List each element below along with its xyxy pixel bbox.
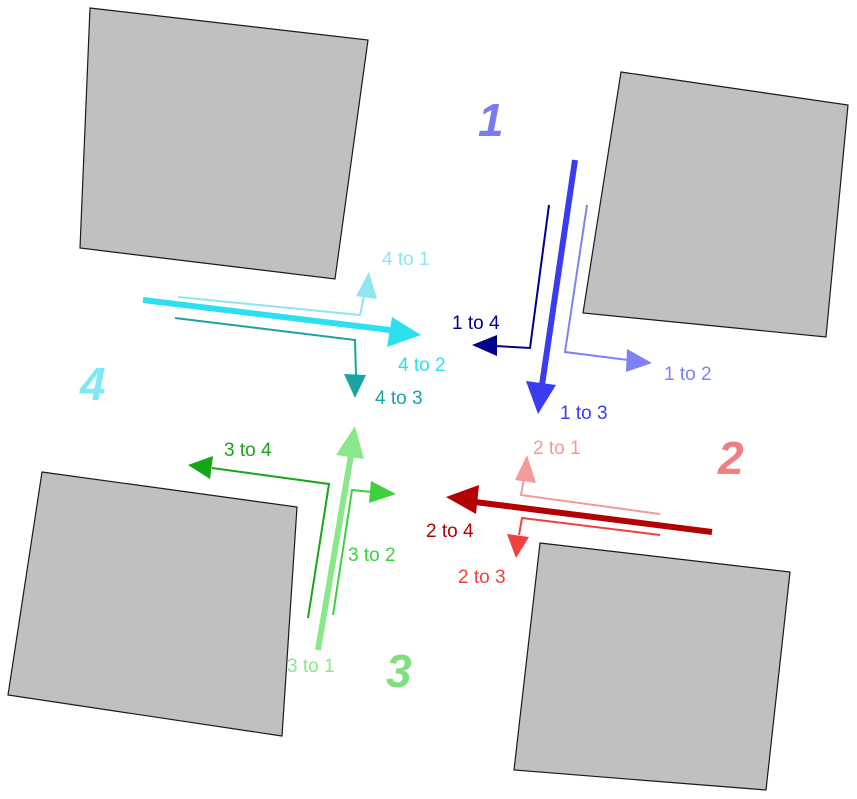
movement-4-to-2-line (142, 297, 391, 333)
movement-3-to-4-arrowhead (188, 456, 213, 479)
label-2-to-3: 2 to 3 (458, 567, 506, 588)
movement-3-to-2-line (332, 488, 373, 616)
label-1-to-2: 1 to 2 (664, 364, 712, 385)
movement-3-to-4-line (211, 467, 331, 619)
approach-number-3: 3 (386, 645, 412, 697)
movement-2-to-4-line (474, 499, 713, 535)
label-3-to-4: 3 to 4 (224, 440, 272, 461)
movement-1-to-3-line (539, 159, 578, 386)
block-bottom-left (7, 471, 298, 737)
movement-3-to-4 (188, 456, 331, 619)
movement-1-to-2 (563, 204, 652, 372)
movement-2-to-3-line (518, 516, 661, 536)
block-bottom-right (513, 542, 791, 791)
movement-2-to-1-line (519, 477, 661, 515)
movement-4-to-1 (177, 272, 377, 317)
label-1-to-4: 1 to 4 (452, 313, 500, 334)
movement-2-to-3 (507, 516, 661, 558)
movement-4-to-3-arrowhead (344, 374, 366, 398)
label-4-to-3: 4 to 3 (375, 388, 423, 409)
block-top-left (79, 7, 369, 280)
movement-2-to-1 (515, 455, 661, 515)
approach-number-4: 4 (79, 358, 106, 410)
label-3-to-2: 3 to 2 (348, 545, 396, 566)
movement-4-to-1-line (177, 295, 365, 317)
movement-2-to-1-arrowhead (515, 455, 536, 483)
movement-1-to-4 (472, 204, 550, 356)
label-2-to-1: 2 to 1 (533, 438, 581, 459)
movement-2-to-4 (446, 485, 713, 535)
label-2-to-4: 2 to 4 (426, 521, 474, 542)
approach-number-1: 1 (478, 94, 504, 146)
movement-4-to-1-arrowhead (356, 272, 377, 299)
block-top-right (582, 71, 849, 338)
movement-1-to-4-line (494, 204, 550, 350)
movement-1-to-3-arrowhead (526, 381, 556, 414)
movement-4-to-3-line (174, 317, 357, 376)
approach-number-2: 2 (717, 432, 744, 484)
label-1-to-3: 1 to 3 (560, 403, 608, 424)
movement-1-to-3 (526, 159, 578, 414)
label-3-to-1: 3 to 1 (287, 656, 335, 677)
movement-4-to-3 (174, 317, 366, 398)
movement-2-to-3-arrowhead (507, 534, 529, 558)
movement-3-to-2 (332, 481, 396, 616)
movement-1-to-2-line (563, 204, 629, 361)
movement-2-to-4-arrowhead (446, 485, 479, 514)
movement-1-to-2-arrowhead (626, 349, 652, 372)
label-4-to-2: 4 to 2 (398, 355, 446, 376)
movement-4-to-2-arrowhead (387, 317, 421, 347)
movement-3-to-1 (315, 426, 364, 651)
movement-3-to-1-line (315, 454, 354, 651)
movement-1-to-4-arrowhead (472, 335, 497, 356)
movement-3-to-2-arrowhead (369, 481, 396, 503)
movement-3-to-1-arrowhead (336, 426, 364, 459)
label-4-to-1: 4 to 1 (382, 249, 430, 270)
movement-4-to-2 (142, 297, 421, 347)
